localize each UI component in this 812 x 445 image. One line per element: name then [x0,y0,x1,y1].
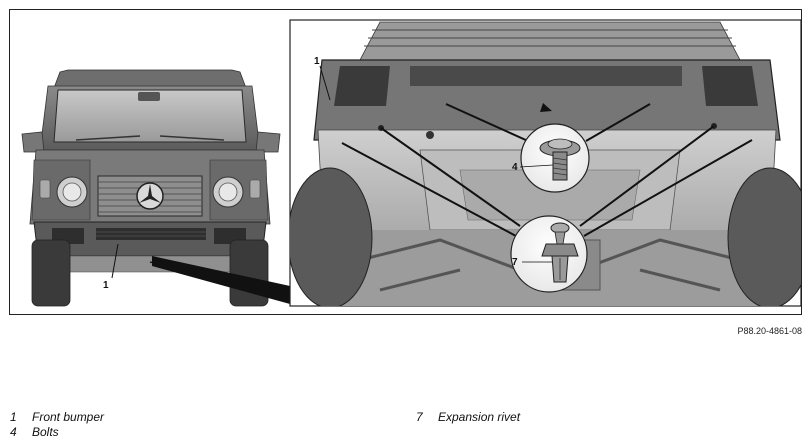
legend-text: Front bumper [32,410,105,424]
legend-item: 1 Front bumper [10,410,104,424]
callout-detail-bumper: 1 [314,56,320,67]
callout-bolt: 4 [512,162,518,173]
figure-code: P88.20-4861-08 [737,326,802,336]
rivet-leader-lines [341,125,753,237]
vehicle-front-view [21,69,281,307]
zoom-lines [149,256,291,304]
legend-item: 4 Bolts [10,425,59,439]
bolt-leader-lines [445,103,651,142]
expansion-rivet-icon [541,222,579,283]
callout-vehicle-bumper: 1 [103,280,109,291]
underside-detail-view [289,19,802,307]
figure-illustration: 1 [21,19,802,307]
legend-number: 7 [416,410,423,424]
bolt-icon [539,138,581,181]
legend-text: Bolts [32,425,59,439]
legend-number: 1 [10,410,17,424]
legend-number: 4 [10,425,17,439]
legend-item: 7 Expansion rivet [416,410,520,424]
callout-rivet: 7 [512,257,518,268]
legend-text: Expansion rivet [438,410,521,424]
